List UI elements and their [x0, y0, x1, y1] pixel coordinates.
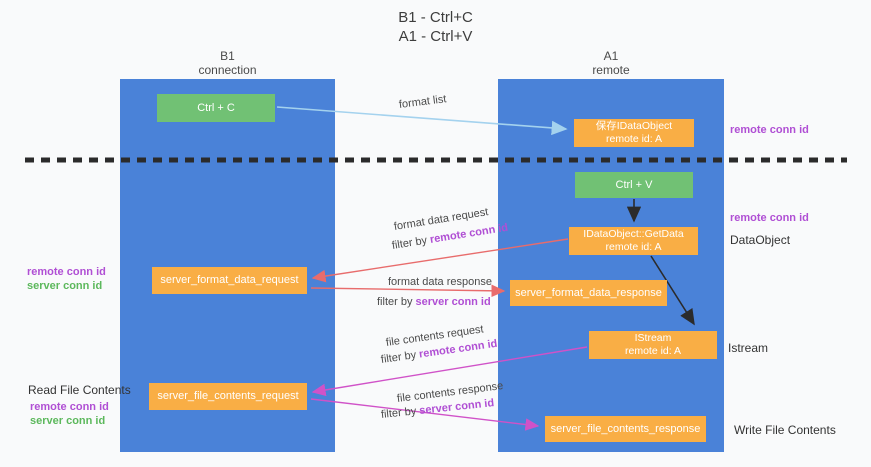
format-data-response-label: format data response — [388, 276, 492, 288]
server-file-contents-response-box: server_file_contents_response — [545, 416, 706, 442]
arrow-format-data-response — [310, 284, 506, 298]
left-column-header-line2: connection — [198, 63, 257, 77]
left-remote-conn-id-1: remote conn id — [27, 266, 106, 278]
right-remote-conn-id-mid: remote conn id — [730, 212, 809, 224]
left-conn-id-labels-bottom: remote conn id server conn id — [30, 400, 109, 428]
ctrl-v-box: Ctrl + V — [575, 172, 693, 198]
title-line-1: B1 - Ctrl+C — [398, 9, 473, 26]
save-idataobject-line2: remote id: A — [605, 133, 663, 145]
save-idataobject-box: 保存IDataObject remote id: A — [574, 119, 694, 147]
filter-by-prefix: filter by — [377, 296, 416, 308]
left-column-header: B1 connection — [120, 49, 335, 77]
diagram-title: B1 - Ctrl+C A1 - Ctrl+V — [0, 8, 871, 46]
getdata-line2: remote id: A — [605, 241, 662, 253]
server-file-contents-response-label: server_file_contents_response — [550, 422, 701, 435]
filter-by-prefix: filter by — [380, 348, 420, 366]
istream-box: IStream remote id: A — [589, 331, 717, 359]
server-format-data-response-label: server_format_data_response — [515, 286, 662, 299]
left-column-header-line1: B1 — [220, 49, 235, 63]
istream-line2: remote id: A — [624, 345, 682, 357]
write-file-contents-label: Write File Contents — [734, 423, 836, 437]
server-format-data-response-box: server_format_data_response — [510, 280, 667, 306]
server-format-data-request-box: server_format_data_request — [152, 267, 307, 294]
left-remote-conn-id-2: remote conn id — [30, 401, 109, 413]
getdata-line1: IDataObject::GetData — [583, 228, 684, 240]
right-column-header-line1: A1 — [603, 49, 619, 63]
istream-line1: IStream — [634, 332, 672, 344]
idataobject-getdata-box: IDataObject::GetData remote id: A — [569, 227, 698, 255]
right-column-header: A1 remote — [498, 49, 724, 77]
title-line-2: A1 - Ctrl+V — [398, 28, 473, 45]
read-file-contents-label: Read File Contents — [28, 383, 131, 397]
right-column-header-line2: remote — [592, 63, 630, 77]
filter-by-prefix: filter by — [391, 234, 431, 252]
right-remote-conn-id-top: remote conn id — [730, 124, 809, 136]
ctrl-c-box: Ctrl + C — [157, 94, 275, 122]
left-server-conn-id-2: server conn id — [30, 415, 106, 427]
filter-by-prefix: filter by — [380, 405, 420, 421]
server-file-contents-request-box: server_file_contents_request — [149, 383, 307, 410]
left-conn-id-labels-top: remote conn id server conn id — [27, 265, 106, 293]
istream-side-label: Istream — [728, 341, 769, 355]
filter-by-server-conn-id-label-1: filter by server conn id — [377, 296, 491, 308]
format-list-label: format list — [398, 93, 448, 111]
server-conn-id-highlight: server conn id — [415, 296, 491, 308]
server-file-contents-request-label: server_file_contents_request — [157, 390, 299, 402]
ctrl-v-label: Ctrl + V — [615, 178, 653, 191]
save-idataobject-line1: 保存IDataObject — [595, 120, 673, 132]
server-format-data-request-label: server_format_data_request — [160, 274, 299, 286]
left-server-conn-id-1: server conn id — [27, 280, 103, 292]
dataobject-label: DataObject — [730, 233, 791, 247]
ctrl-c-label: Ctrl + C — [197, 101, 235, 114]
